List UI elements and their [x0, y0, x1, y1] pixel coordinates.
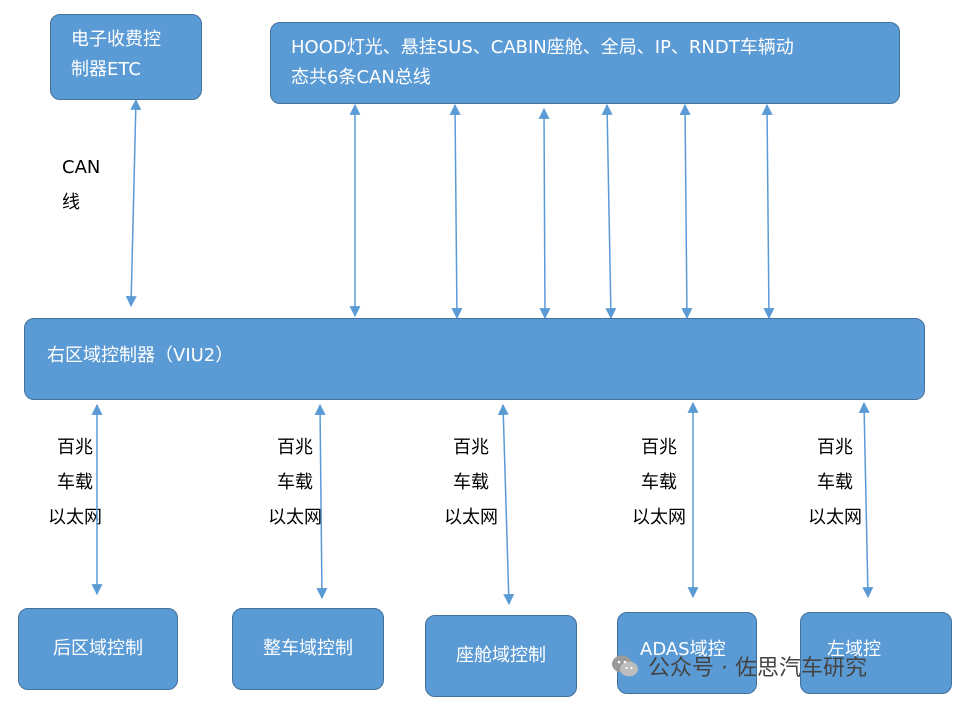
ethernet-line3: 以太网: [808, 507, 862, 528]
ethernet-line2: 车载: [641, 472, 677, 493]
can-arrow-2: [449, 103, 463, 320]
bottom-box-label: ADAS域控: [640, 639, 726, 660]
etc-box-line2: 制器ETC: [71, 59, 141, 80]
left-domain-control-box: 左域控: [800, 612, 952, 694]
ethernet-line1: 百兆: [57, 437, 93, 458]
etc-box-line1: 电子收费控: [71, 29, 161, 50]
bottom-box-label: 后区域控制: [53, 638, 143, 659]
etc-can-arrow: [125, 98, 142, 308]
ethernet-label-2: 百兆 车载 以太网: [255, 430, 335, 535]
can-line-label: CAN 线: [62, 150, 122, 220]
ethernet-line3: 以太网: [632, 507, 686, 528]
bottom-box-label: 座舱域控制: [456, 645, 546, 666]
ethernet-line1: 百兆: [641, 437, 677, 458]
ethernet-line1: 百兆: [453, 437, 489, 458]
ethernet-label-1: 百兆 车载 以太网: [35, 430, 115, 535]
can-bus-box: HOOD灯光、悬挂SUS、CABIN座舱、全局、IP、RNDT车辆动 态共6条C…: [270, 22, 900, 104]
bottom-box-label: 整车域控制: [263, 638, 353, 659]
can-bus-line2: 态共6条CAN总线: [291, 67, 431, 88]
ethernet-arrow-5: [858, 401, 874, 599]
can-arrow-6: [761, 103, 775, 320]
ethernet-line2: 车载: [817, 472, 853, 493]
adas-domain-control-box: ADAS域控: [617, 612, 757, 694]
ethernet-label-5: 百兆 车载 以太网: [795, 430, 875, 535]
ethernet-line3: 以太网: [268, 507, 322, 528]
ethernet-line1: 百兆: [277, 437, 313, 458]
can-arrow-3: [538, 107, 551, 320]
ethernet-line2: 车载: [57, 472, 93, 493]
wechat-icon: [612, 655, 638, 677]
ethernet-arrow-2: [314, 403, 328, 600]
ethernet-line1: 百兆: [817, 437, 853, 458]
watermark-text: 公众号 · 佐思汽车研究: [648, 656, 867, 681]
ethernet-label-3: 百兆 车载 以太网: [431, 430, 511, 535]
rear-zone-control-box: 后区域控制: [18, 608, 178, 690]
can-arrow-4: [601, 103, 617, 320]
etc-controller-box: 电子收费控 制器ETC: [50, 14, 202, 100]
vehicle-domain-control-box: 整车域控制: [232, 608, 384, 690]
ethernet-label-4: 百兆 车载 以太网: [619, 430, 699, 535]
right-zone-controller-box: 右区域控制器（VIU2）: [24, 318, 925, 400]
bottom-box-label: 左域控: [827, 639, 881, 660]
can-label-line1: CAN: [62, 157, 101, 178]
can-label-line2: 线: [62, 192, 80, 213]
watermark: 公众号 · 佐思汽车研究: [610, 646, 867, 686]
can-bus-line1: HOOD灯光、悬挂SUS、CABIN座舱、全局、IP、RNDT车辆动: [291, 37, 794, 58]
ethernet-arrow-3: [497, 403, 515, 606]
ethernet-line3: 以太网: [444, 507, 498, 528]
can-arrow-5: [679, 103, 693, 320]
main-box-label: 右区域控制器（VIU2）: [47, 345, 234, 366]
ethernet-line2: 车载: [277, 472, 313, 493]
ethernet-line3: 以太网: [48, 507, 102, 528]
cabin-domain-control-box: 座舱域控制: [425, 615, 577, 697]
ethernet-line2: 车载: [453, 472, 489, 493]
